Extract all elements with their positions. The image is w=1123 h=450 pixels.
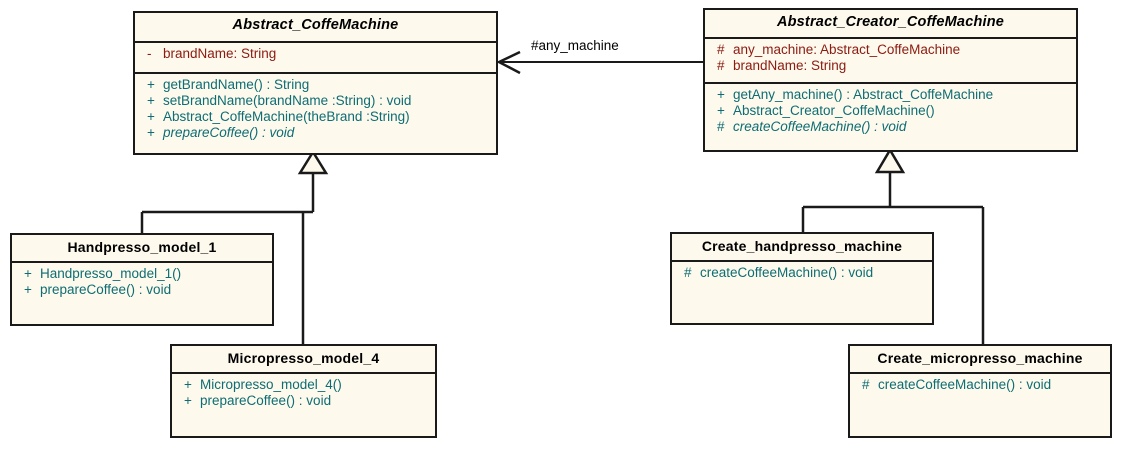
operation-signature: createCoffeeMachine() : void bbox=[700, 265, 874, 280]
visibility-marker: - bbox=[147, 46, 152, 61]
operations-compartment-create-handpresso-machine: # createCoffeeMachine() : void bbox=[672, 262, 932, 323]
visibility-marker: # bbox=[717, 58, 725, 73]
visibility-marker: + bbox=[24, 282, 32, 297]
operation-row: + Micropresso_model_4() bbox=[172, 377, 435, 393]
operation-row: + Abstract_Creator_CoffeMachine() bbox=[705, 103, 1076, 119]
attribute-row: -brandName: String bbox=[135, 46, 496, 62]
operations-compartment-abstract-coffemachine: + getBrandName() : String + setBrandName(b… bbox=[135, 74, 496, 153]
operation-row: # createCoffeeMachine() : void bbox=[672, 265, 932, 281]
operation-signature: createCoffeeMachine() : void bbox=[878, 377, 1052, 392]
operations-compartment-create-micropresso-machine: # createCoffeeMachine() : void bbox=[850, 374, 1110, 436]
visibility-marker: + bbox=[717, 87, 725, 102]
attribute-row: # brandName: String bbox=[705, 58, 1076, 74]
visibility-marker: + bbox=[24, 266, 32, 281]
visibility-marker: # bbox=[717, 42, 725, 57]
operation-row: + prepareCoffee() : void bbox=[172, 393, 435, 409]
operation-row: + setBrandName(brandName :String) : void bbox=[135, 93, 496, 109]
operations-compartment-handpresso-model-1: + Handpresso_model_1() + prepareCoffee() :… bbox=[12, 263, 272, 324]
visibility-marker: + bbox=[147, 109, 155, 124]
visibility-marker: + bbox=[184, 393, 192, 408]
operation-signature: Abstract_Creator_CoffeMachine() bbox=[733, 103, 935, 118]
class-name-create-micropresso-machine: Create_micropresso_machine bbox=[850, 346, 1110, 374]
operation-row: + Handpresso_model_1() bbox=[12, 266, 272, 282]
operation-signature: Handpresso_model_1() bbox=[40, 266, 182, 281]
visibility-marker: + bbox=[147, 125, 155, 140]
operation-signature: setBrandName(brandName :String) : void bbox=[163, 93, 412, 108]
class-abstract-creator-coffemachine[interactable]: Abstract_Creator_CoffeMachine # any_machi… bbox=[703, 8, 1078, 152]
attributes-compartment-abstract-creator-coffemachine: # any_machine: Abstract_CoffeMachine # bra… bbox=[705, 39, 1076, 84]
operation-row: + Abstract_CoffeMachine(theBrand :String) bbox=[135, 109, 496, 125]
operations-compartment-micropresso-model-4: + Micropresso_model_4() + prepareCoffee() … bbox=[172, 374, 435, 436]
class-name-create-handpresso-machine: Create_handpresso_machine bbox=[672, 234, 932, 262]
attributes-compartment-abstract-coffemachine: -brandName: String bbox=[135, 43, 496, 74]
class-name-abstract-creator-coffemachine: Abstract_Creator_CoffeMachine bbox=[705, 10, 1076, 39]
visibility-marker: + bbox=[147, 77, 155, 92]
operation-row: + getAny_machine() : Abstract_CoffeMachin… bbox=[705, 87, 1076, 103]
visibility-marker: # bbox=[717, 119, 725, 134]
visibility-marker: + bbox=[184, 377, 192, 392]
operations-compartment-abstract-creator-coffemachine: + getAny_machine() : Abstract_CoffeMachin… bbox=[705, 84, 1076, 150]
association-any-machine bbox=[496, 50, 703, 75]
class-create-micropresso-machine[interactable]: Create_micropresso_machine # createCoffee… bbox=[848, 344, 1112, 438]
operation-signature: getAny_machine() : Abstract_CoffeMachine bbox=[733, 87, 994, 102]
class-micropresso-model-4[interactable]: Micropresso_model_4 + Micropresso_model_4… bbox=[170, 344, 437, 438]
operation-signature: prepareCoffee() : void bbox=[40, 282, 172, 297]
visibility-marker: # bbox=[862, 377, 870, 392]
operation-row: + prepareCoffee() : void bbox=[135, 125, 496, 141]
association-label-any-machine: #any_machine bbox=[531, 38, 619, 53]
class-abstract-coffemachine[interactable]: Abstract_CoffeMachine -brandName: String… bbox=[133, 11, 498, 155]
visibility-marker: # bbox=[684, 265, 692, 280]
class-create-handpresso-machine[interactable]: Create_handpresso_machine # createCoffeeM… bbox=[670, 232, 934, 325]
visibility-marker: + bbox=[717, 103, 725, 118]
operation-row: # createCoffeeMachine() : void bbox=[705, 119, 1076, 135]
class-handpresso-model-1[interactable]: Handpresso_model_1 + Handpresso_model_1()… bbox=[10, 233, 274, 326]
operation-signature: Micropresso_model_4() bbox=[200, 377, 342, 392]
operation-signature: Abstract_CoffeMachine(theBrand :String) bbox=[163, 109, 410, 124]
operation-signature: getBrandName() : String bbox=[163, 77, 310, 92]
class-name-handpresso-model-1: Handpresso_model_1 bbox=[12, 235, 272, 263]
class-name-abstract-coffemachine: Abstract_CoffeMachine bbox=[135, 13, 496, 43]
class-name-micropresso-model-4: Micropresso_model_4 bbox=[172, 346, 435, 374]
attribute-signature: brandName: String bbox=[163, 46, 277, 61]
operation-signature: prepareCoffee() : void bbox=[200, 393, 332, 408]
visibility-marker: + bbox=[147, 93, 155, 108]
operation-row: + prepareCoffee() : void bbox=[12, 282, 272, 298]
operation-signature: createCoffeeMachine() : void bbox=[733, 119, 907, 134]
attribute-signature: brandName: String bbox=[733, 58, 847, 73]
operation-signature: prepareCoffee() : void bbox=[163, 125, 295, 140]
attribute-signature: any_machine: Abstract_CoffeMachine bbox=[733, 42, 961, 57]
operation-row: + getBrandName() : String bbox=[135, 77, 496, 93]
operation-row: # createCoffeeMachine() : void bbox=[850, 377, 1110, 393]
attribute-row: # any_machine: Abstract_CoffeMachine bbox=[705, 42, 1076, 58]
